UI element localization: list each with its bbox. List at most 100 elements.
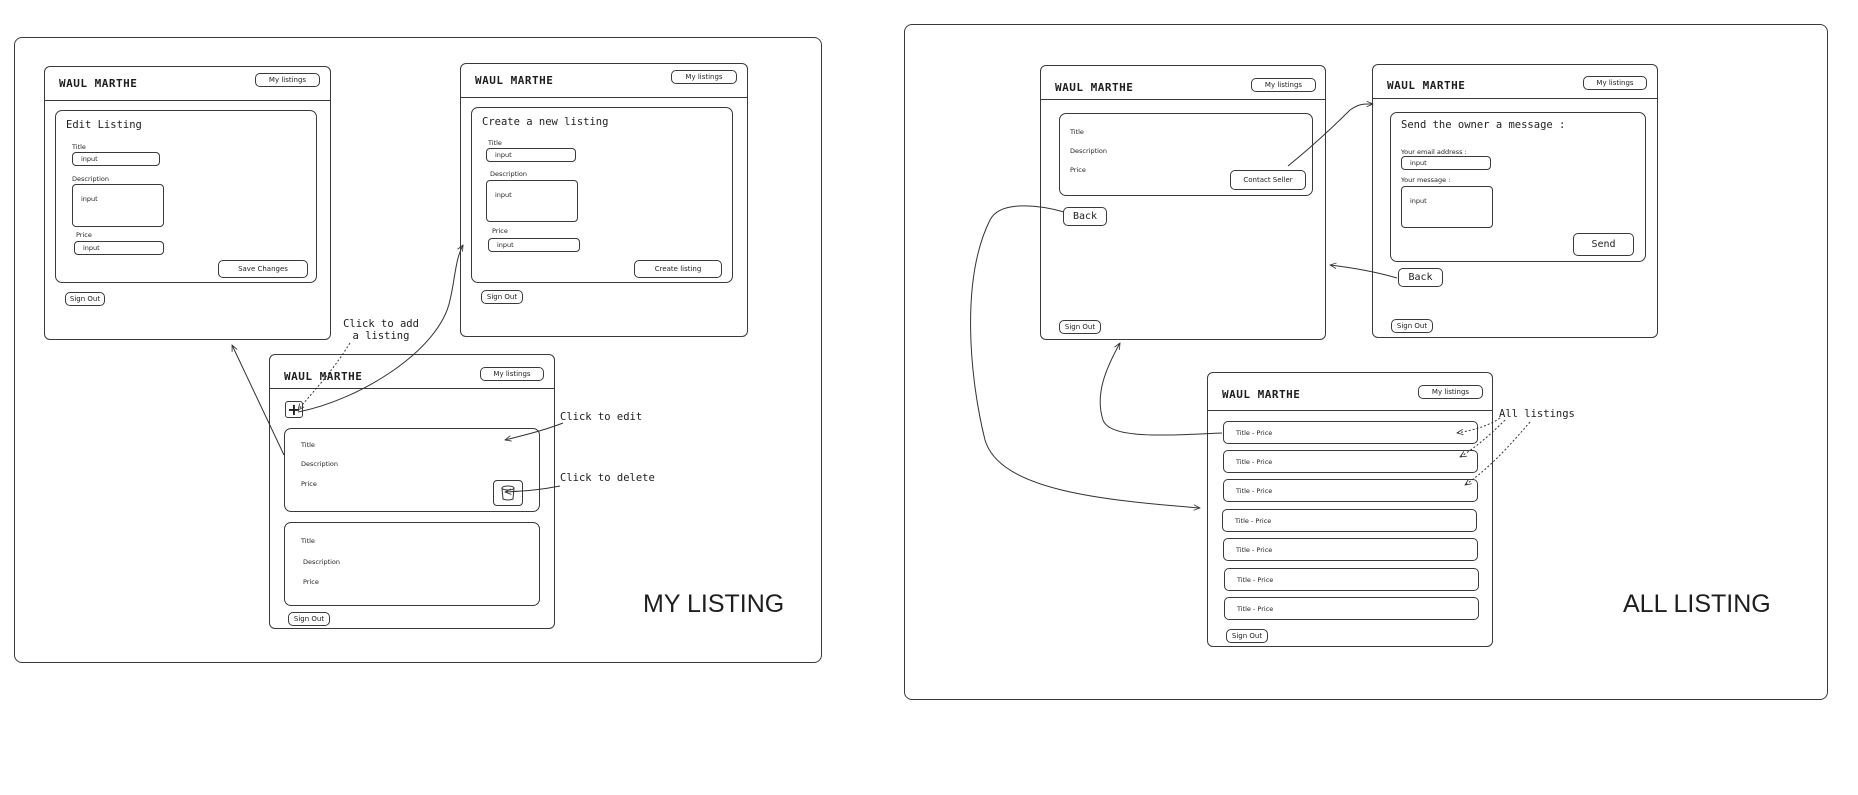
listing-detail-card: Title Description Price Contact Seller — [1059, 113, 1313, 196]
my-listings-button[interactable]: My listings — [1583, 76, 1647, 90]
arrow-to-edit-screen — [231, 345, 285, 456]
listing-row[interactable]: Title - Price — [1223, 479, 1478, 502]
sign-out-button[interactable]: Sign Out — [65, 292, 105, 306]
message-owner-screen: WAUL MARTHE My listings Send the owner a… — [1372, 64, 1658, 338]
title-text: Title — [301, 441, 315, 449]
my-listing-section-title: MY LISTING — [643, 590, 785, 618]
listing-card[interactable]: Title Description Price — [284, 428, 540, 512]
arrow-back-to-detail — [1330, 265, 1398, 279]
message-input[interactable]: input — [1401, 186, 1493, 228]
price-text: Price — [303, 578, 319, 586]
my-listings-button[interactable]: My listings — [671, 70, 737, 84]
delete-annotation-pointer — [505, 485, 561, 492]
all-listings-pointer — [1457, 417, 1501, 433]
header: WAUL MARTHE My listings — [1041, 66, 1325, 100]
price-input[interactable]: input — [488, 238, 580, 252]
send-button[interactable]: Send — [1573, 233, 1634, 256]
description-input[interactable]: input — [72, 184, 164, 227]
all-listings-pointer — [1460, 419, 1506, 457]
add-listing-annotation-text: Click to add a listing — [343, 318, 419, 342]
header: WAUL MARTHE My listings — [1208, 373, 1492, 411]
contact-seller-button[interactable]: Contact Seller — [1230, 170, 1306, 190]
all-listing-panel — [904, 24, 1828, 700]
listing-row[interactable]: Title - Price — [1223, 450, 1478, 473]
header: WAUL MARTHE My listings — [45, 67, 330, 101]
arrow-to-create-screen — [297, 245, 463, 413]
create-listing-card: Create a new listing Title input Descrip… — [471, 107, 733, 283]
sign-out-button[interactable]: Sign Out — [288, 612, 330, 626]
card-heading: Create a new listing — [482, 116, 609, 128]
sign-out-button[interactable]: Sign Out — [1226, 629, 1268, 643]
listing-detail-screen: WAUL MARTHE My listings Title Descriptio… — [1040, 65, 1326, 340]
price-label: Price — [492, 227, 508, 235]
description-input[interactable]: input — [486, 180, 578, 222]
add-annotation-pointer — [298, 342, 351, 410]
sign-out-button[interactable]: Sign Out — [481, 290, 523, 304]
title-label: Title — [488, 139, 502, 147]
edit-listing-card: Edit Listing Title input Description inp… — [55, 110, 317, 283]
delete-annotation: Click to delete — [560, 472, 655, 484]
title-input[interactable]: input — [72, 152, 160, 166]
sign-out-button[interactable]: Sign Out — [1059, 320, 1101, 334]
plus-icon: + — [287, 399, 301, 419]
listing-row[interactable]: Title - Price — [1222, 509, 1477, 532]
arrow-to-message-screen — [1287, 104, 1373, 167]
my-listings-button[interactable]: My listings — [255, 73, 320, 87]
arrow-to-detail-screen — [1099, 343, 1223, 436]
header: WAUL MARTHE My listings — [270, 355, 554, 389]
title-text: Title — [301, 537, 315, 545]
header: WAUL MARTHE My listings — [461, 64, 747, 98]
my-listings-screen: WAUL MARTHE My listings + Title Descript… — [269, 354, 555, 629]
card-heading: Edit Listing — [66, 119, 142, 131]
all-listings-screen: WAUL MARTHE My listings Title - Price Ti… — [1207, 372, 1493, 647]
edit-annotation-pointer — [505, 422, 564, 440]
sign-out-button[interactable]: Sign Out — [1391, 319, 1433, 333]
description-text: Description — [301, 460, 339, 468]
email-input[interactable]: input — [1401, 156, 1491, 170]
title-label: Title — [72, 143, 86, 151]
create-listing-button[interactable]: Create listing — [634, 260, 722, 278]
listing-row[interactable]: Title - Price — [1224, 597, 1479, 620]
listing-card[interactable]: Title Description Price — [284, 522, 540, 606]
description-label: Description — [72, 175, 110, 183]
back-button[interactable]: Back — [1398, 268, 1443, 287]
price-input[interactable]: input — [74, 241, 164, 255]
all-listing-section-title: ALL LISTING — [1623, 590, 1771, 618]
listing-row[interactable]: Title - Price — [1223, 421, 1478, 444]
description-label: Description — [490, 170, 528, 178]
my-listings-button[interactable]: My listings — [1418, 385, 1483, 399]
price-text: Price — [1070, 166, 1086, 174]
create-listing-screen: WAUL MARTHE My listings Create a new lis… — [460, 63, 748, 337]
message-card: Send the owner a message : Your email ad… — [1390, 112, 1646, 262]
all-listings-pointer — [1465, 421, 1531, 485]
save-changes-button[interactable]: Save Changes — [218, 260, 308, 278]
all-listings-annotation: All listings — [1499, 408, 1575, 420]
brand-logo: WAUL MARTHE — [475, 74, 554, 87]
delete-button[interactable] — [493, 480, 523, 506]
brand-logo: WAUL MARTHE — [1387, 79, 1466, 92]
title-text: Title — [1070, 128, 1084, 136]
brand-logo: WAUL MARTHE — [1055, 81, 1134, 94]
edit-annotation: Click to edit — [560, 411, 643, 423]
description-text: Description — [1070, 147, 1108, 155]
add-listing-annotation: Click to add a listing — [336, 318, 426, 342]
back-button[interactable]: Back — [1063, 207, 1107, 226]
description-text: Description — [303, 558, 341, 566]
card-heading: Send the owner a message : — [1401, 119, 1566, 131]
header: WAUL MARTHE My listings — [1373, 65, 1657, 99]
my-listings-button[interactable]: My listings — [480, 367, 544, 381]
price-label: Price — [76, 231, 92, 239]
my-listings-button[interactable]: My listings — [1251, 78, 1316, 92]
title-input[interactable]: input — [486, 148, 576, 162]
my-listing-panel — [14, 37, 822, 663]
listing-row[interactable]: Title - Price — [1224, 568, 1479, 591]
arrow-back-to-list — [970, 205, 1200, 508]
message-label: Your message : — [1401, 176, 1451, 184]
price-text: Price — [301, 480, 317, 488]
listing-row[interactable]: Title - Price — [1223, 538, 1478, 561]
edit-listing-screen: WAUL MARTHE My listings Edit Listing Tit… — [44, 66, 331, 340]
email-label: Your email address : — [1401, 148, 1467, 156]
brand-logo: WAUL MARTHE — [59, 77, 138, 90]
brand-logo: WAUL MARTHE — [284, 370, 363, 383]
